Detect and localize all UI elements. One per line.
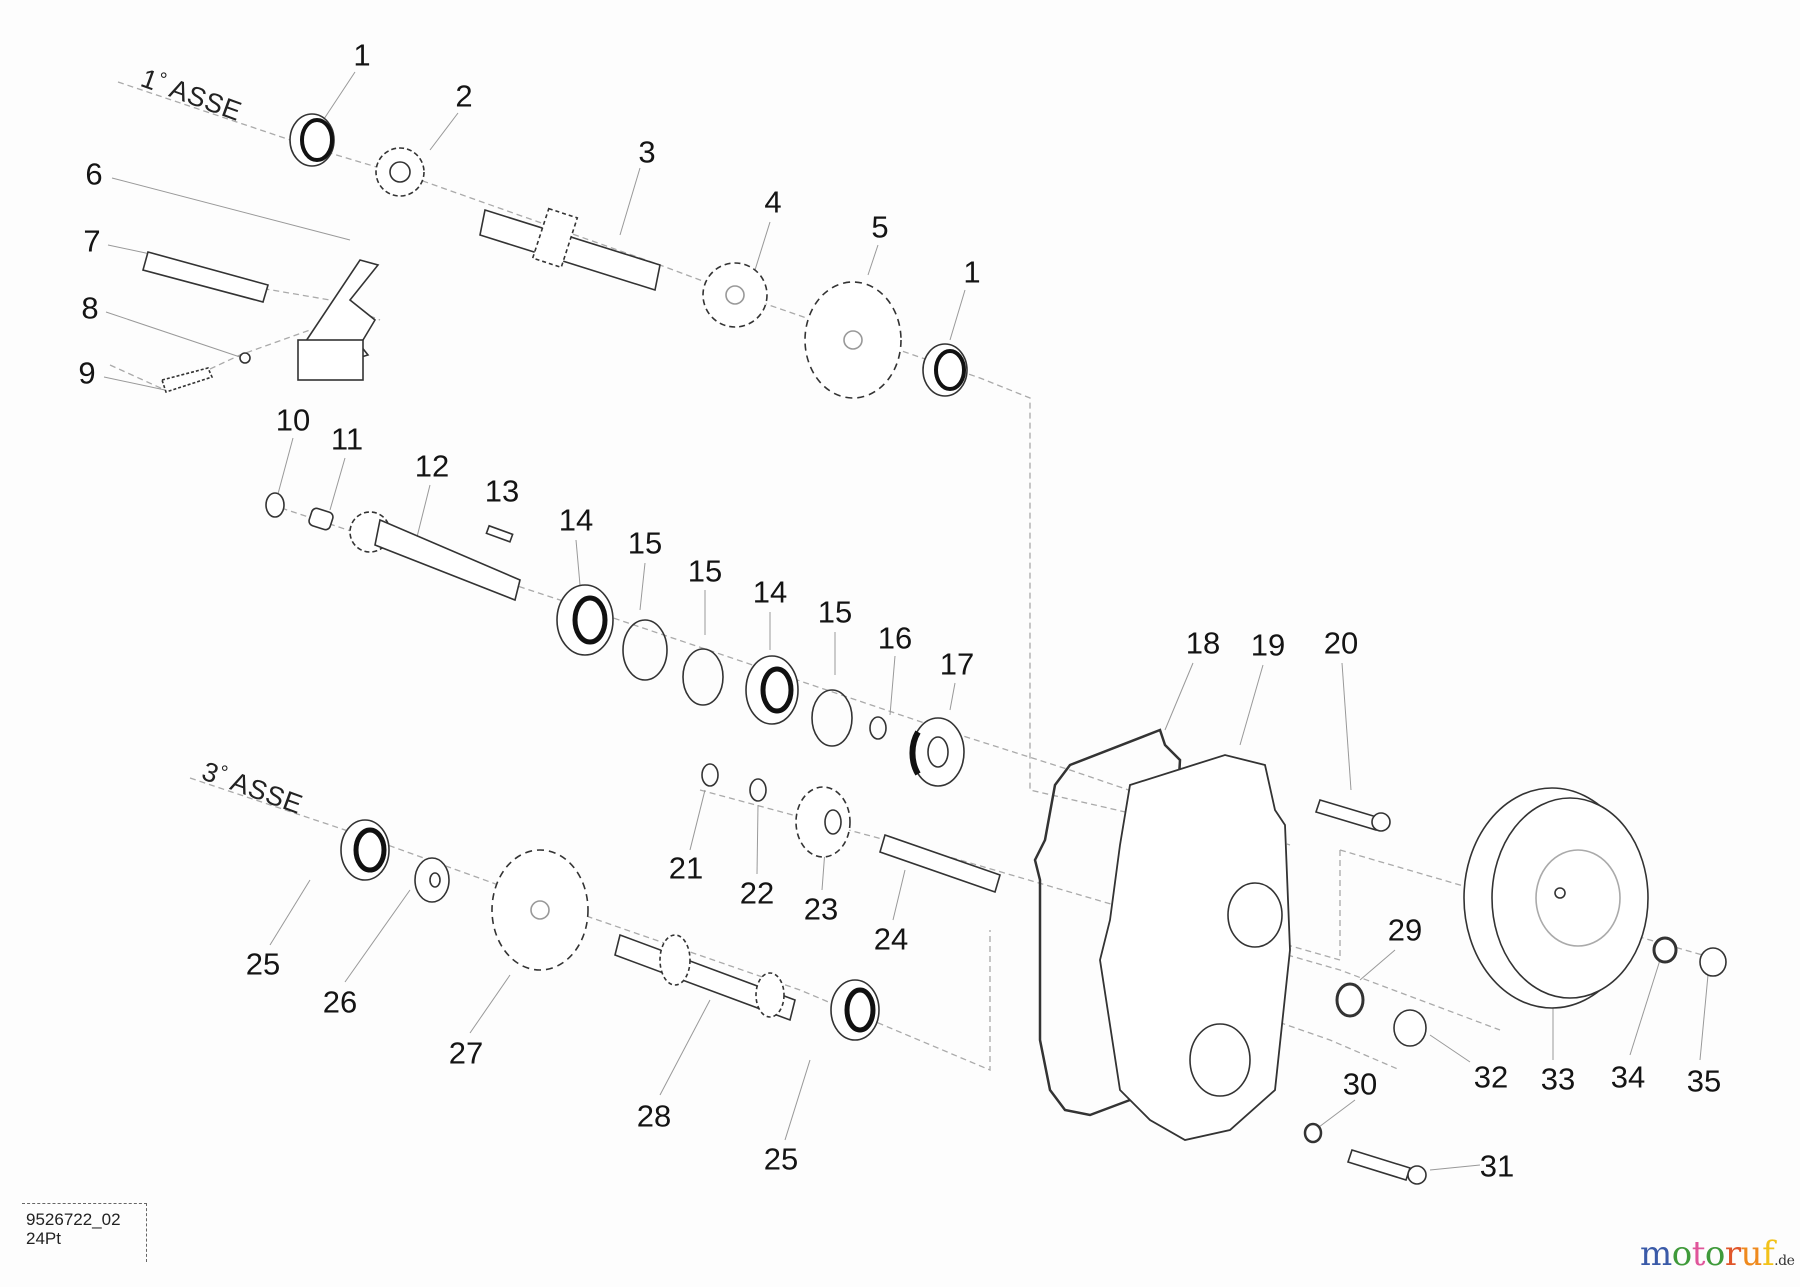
bolt-head-icon xyxy=(1371,812,1391,832)
nut-icon xyxy=(1393,1009,1427,1047)
bolt-icon xyxy=(1314,799,1382,831)
washer-icon xyxy=(265,492,285,518)
bolt-icon xyxy=(1346,1149,1412,1181)
pulley-icon xyxy=(1463,787,1649,1009)
spring-icon xyxy=(160,367,214,394)
callout-19: 19 xyxy=(1250,627,1286,663)
bearing-icon xyxy=(340,819,390,881)
callout-15: 15 xyxy=(817,594,853,630)
callout-1: 1 xyxy=(353,37,371,73)
washer-icon xyxy=(1652,936,1678,964)
callout-21: 21 xyxy=(668,850,704,886)
parts xyxy=(142,113,1727,1185)
callout-4: 4 xyxy=(764,184,782,220)
bearing-icon xyxy=(556,584,614,656)
callout-3: 3 xyxy=(638,134,656,170)
callout-23: 23 xyxy=(803,891,839,927)
callout-22: 22 xyxy=(739,875,775,911)
bushing-icon xyxy=(308,507,334,531)
callout-13: 13 xyxy=(484,473,520,509)
washer-icon xyxy=(414,857,450,903)
shaft-icon xyxy=(479,207,661,292)
callout-14: 14 xyxy=(752,574,788,610)
callout-25: 25 xyxy=(763,1141,799,1177)
logo-letter: r xyxy=(1724,1234,1741,1274)
circlip-icon xyxy=(682,648,724,706)
bearing-icon xyxy=(922,343,968,397)
gasket-icon xyxy=(1033,728,1182,1117)
callout-7: 7 xyxy=(83,223,101,259)
bearing-icon xyxy=(830,979,880,1041)
callout-16: 16 xyxy=(877,620,913,656)
bearing-icon xyxy=(745,655,799,725)
callout-20: 20 xyxy=(1323,625,1359,661)
callout-34: 34 xyxy=(1610,1059,1646,1095)
callout-27: 27 xyxy=(448,1035,484,1071)
callout-14: 14 xyxy=(558,502,594,538)
logo-letter: t xyxy=(1691,1234,1706,1274)
washer-icon xyxy=(869,716,887,740)
logo-letter: m xyxy=(1640,1234,1672,1274)
callout-6: 6 xyxy=(85,156,103,192)
callout-29: 29 xyxy=(1387,912,1423,948)
callout-35: 35 xyxy=(1686,1063,1722,1099)
callout-17: 17 xyxy=(939,646,975,682)
callout-25: 25 xyxy=(245,946,281,982)
ball-icon xyxy=(239,352,251,364)
callout-2: 2 xyxy=(455,78,473,114)
logo-letter: o xyxy=(1671,1234,1692,1274)
callout-24: 24 xyxy=(873,921,909,957)
callout-11: 11 xyxy=(330,421,364,457)
cover-port-icon xyxy=(1189,1023,1251,1097)
washer-icon xyxy=(1335,982,1365,1018)
callout-10: 10 xyxy=(275,402,311,438)
callout-18: 18 xyxy=(1185,625,1221,661)
callout-1: 1 xyxy=(963,254,981,290)
gear-icon xyxy=(702,262,768,328)
callout-15: 15 xyxy=(627,525,663,561)
gear-icon xyxy=(375,147,425,197)
rod-icon xyxy=(142,251,269,303)
logo-suffix: .de xyxy=(1774,1253,1795,1269)
callout-15: 15 xyxy=(687,553,723,589)
callout-26: 26 xyxy=(322,984,358,1020)
circlip-icon xyxy=(811,689,853,747)
callout-32: 32 xyxy=(1473,1059,1509,1095)
nut-icon xyxy=(1699,947,1727,977)
nut-icon xyxy=(1303,1122,1323,1144)
drawing-code: 9526722_02 xyxy=(26,1210,121,1229)
gear-cover-icon xyxy=(1099,754,1291,1141)
sprocket-icon xyxy=(491,849,589,971)
circlip-icon xyxy=(622,619,668,681)
motoruf-logo: motoruf.de xyxy=(1640,1234,1795,1274)
callout-5: 5 xyxy=(871,209,889,245)
callout-30: 30 xyxy=(1342,1066,1378,1102)
callout-12: 12 xyxy=(414,448,450,484)
circlip-icon xyxy=(701,763,719,787)
bolt-head-icon xyxy=(1407,1165,1427,1185)
logo-letter: f xyxy=(1762,1234,1775,1274)
cluster-shaft-icon xyxy=(614,933,796,1022)
washer-icon xyxy=(749,778,767,802)
shift-fork-icon xyxy=(297,259,380,381)
callout-31: 31 xyxy=(1479,1148,1515,1184)
callout-28: 28 xyxy=(636,1098,672,1134)
logo-letter: o xyxy=(1704,1234,1725,1274)
pinion-shaft-icon xyxy=(349,511,521,602)
pin-icon xyxy=(485,524,514,543)
bearing-icon xyxy=(289,113,335,167)
sprocket-icon xyxy=(804,281,902,399)
cover-port-icon xyxy=(1227,882,1283,948)
callout-33: 33 xyxy=(1540,1061,1576,1097)
logo-letter: u xyxy=(1740,1234,1763,1274)
callout-8: 8 xyxy=(81,290,99,326)
drawing-reference-box: 9526722_02 24Pt xyxy=(22,1203,147,1262)
gear-icon xyxy=(795,786,851,858)
drawing-format: 24Pt xyxy=(26,1229,61,1248)
callout-9: 9 xyxy=(78,355,96,391)
oil-seal-icon xyxy=(909,717,965,787)
stub-shaft-icon xyxy=(879,833,1001,894)
